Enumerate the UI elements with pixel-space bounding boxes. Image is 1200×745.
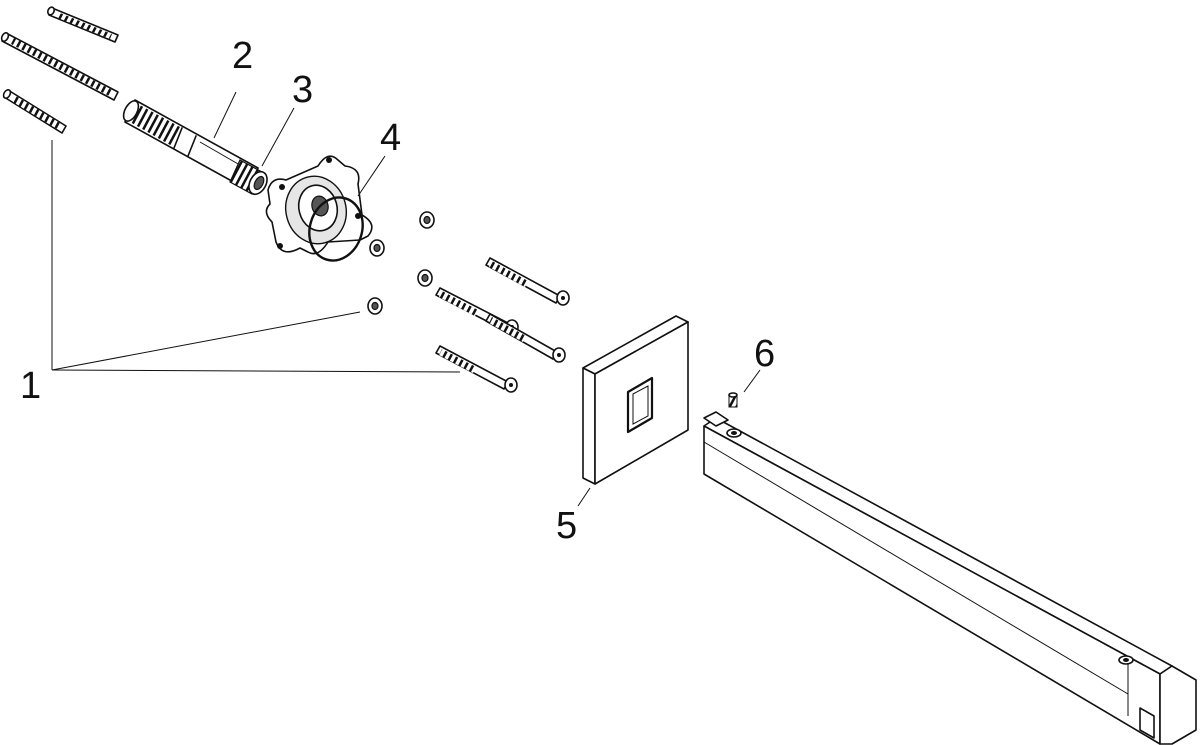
threaded-rod-3 (2, 89, 67, 134)
threaded-nut (229, 159, 268, 196)
callout-3: 3 (292, 69, 313, 111)
callout-6: 6 (754, 333, 775, 375)
leader-lines (51, 91, 761, 507)
screw (485, 257, 570, 306)
threaded-rod-2 (0, 31, 119, 101)
o-ring (308, 196, 364, 262)
washer (419, 211, 435, 229)
pipe-connector (122, 99, 259, 191)
washer (369, 239, 385, 257)
spout-arm (703, 411, 1197, 745)
washer (417, 269, 433, 287)
cover-plate (582, 315, 689, 485)
grub-screw (728, 392, 738, 408)
callout-4: 4 (380, 117, 401, 159)
screw (485, 313, 566, 363)
threaded-rod-1 (46, 6, 119, 43)
washer (367, 297, 383, 315)
screw (435, 345, 518, 393)
callout-2: 2 (232, 35, 253, 77)
callout-1: 1 (20, 365, 41, 407)
callout-5: 5 (556, 505, 577, 547)
